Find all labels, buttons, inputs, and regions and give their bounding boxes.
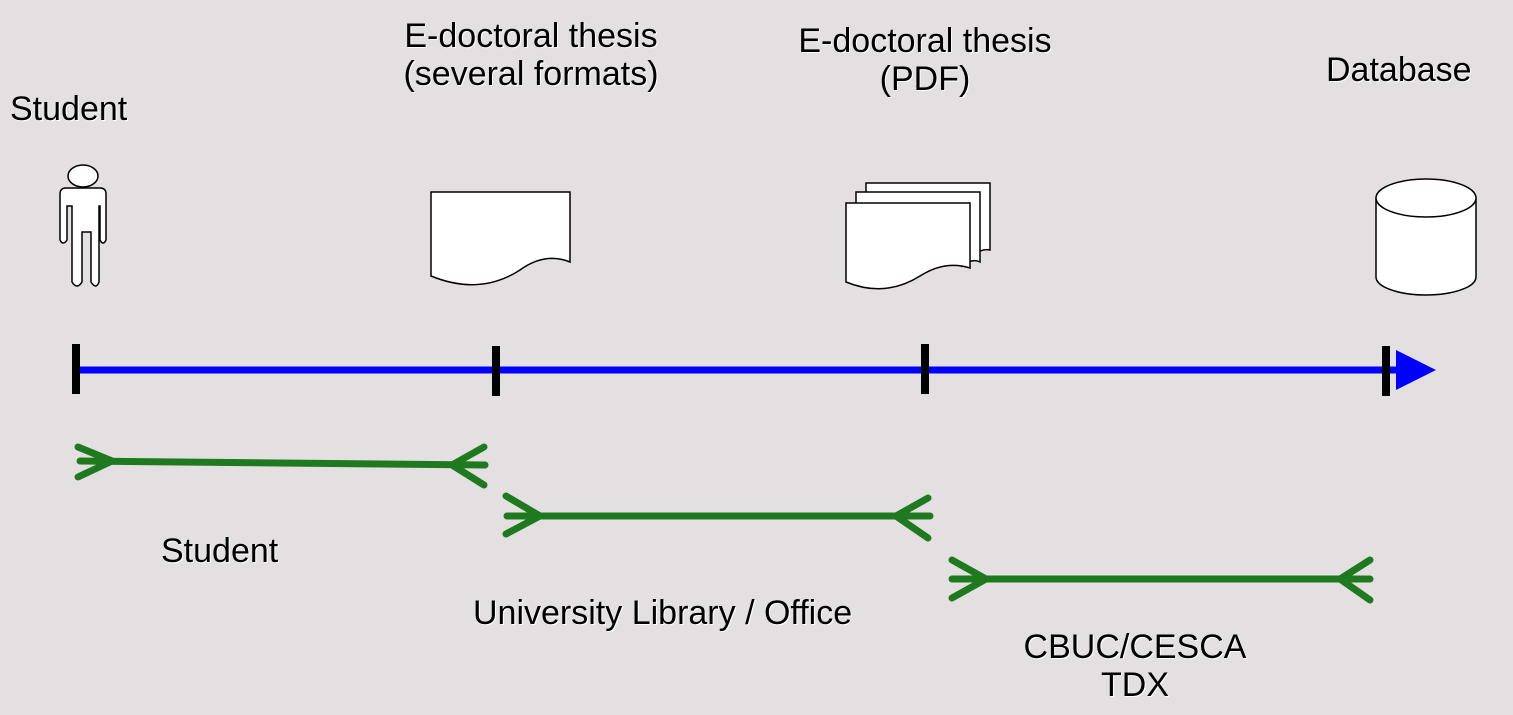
stage-bar-student [74, 443, 489, 489]
node-label-thesis-formats-line2: (several formats) [403, 55, 659, 93]
timeline-arrow [77, 350, 1436, 390]
document-icon [430, 191, 571, 286]
stage-label-student: Student [161, 532, 279, 570]
timeline-tick [1382, 346, 1390, 396]
timeline-tick [72, 344, 80, 394]
stage-label-cbuc-line1: CBUC/CESCA [1023, 628, 1247, 666]
stage-bar-library [502, 492, 934, 542]
stage-label-cbuc-line2: TDX [1101, 666, 1169, 704]
multidocument-icon [845, 182, 991, 290]
node-label-student: Student [10, 90, 128, 128]
stage-bar-cbuc [948, 556, 1374, 604]
node-label-database: Database [1326, 51, 1472, 89]
database-icon [1375, 178, 1477, 296]
node-label-thesis-formats-line1: E-doctoral thesis [404, 17, 658, 55]
stage-label-library: University Library / Office [473, 594, 853, 632]
node-label-thesis-pdf-line2: (PDF) [879, 60, 971, 98]
node-label-thesis-formats: E-doctoral thesis (several formats) [361, 17, 701, 93]
timeline-tick [492, 346, 500, 396]
timeline-tick [921, 344, 929, 394]
student-person-icon [59, 164, 107, 287]
stage-label-cbuc: CBUC/CESCA TDX [1015, 628, 1255, 704]
node-label-thesis-pdf: E-doctoral thesis (PDF) [755, 22, 1095, 98]
node-label-thesis-pdf-line1: E-doctoral thesis [798, 22, 1052, 60]
